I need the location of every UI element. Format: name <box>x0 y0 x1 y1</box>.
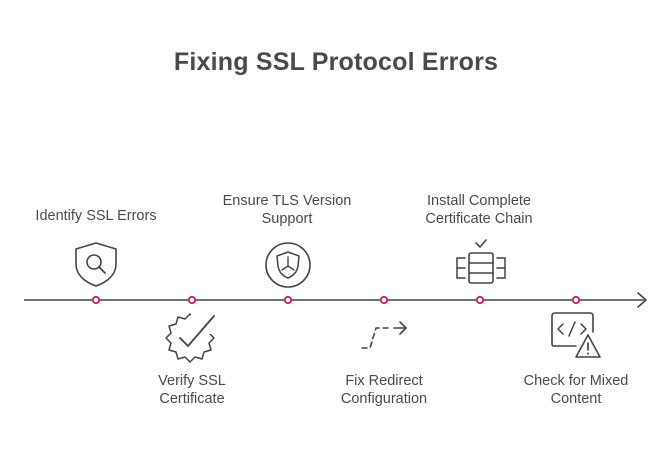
redirect-arrow-icon <box>361 321 407 349</box>
shield-circle-icon <box>265 242 311 288</box>
code-warning-icon <box>551 312 601 358</box>
step-6-label-line-2: Content <box>550 391 602 407</box>
step-5-label-line-2: Certificate Chain <box>425 211 533 227</box>
step-4-label: Fix Redirect Configuration <box>294 372 474 408</box>
badge-check-icon <box>165 310 217 363</box>
step-2-label: Verify SSL Certificate <box>102 372 282 408</box>
timeline-arrowhead <box>637 292 647 308</box>
step-1-label-line-1: Identify SSL Errors <box>35 208 157 224</box>
shield-search-icon <box>75 242 117 287</box>
server-stack-icon <box>456 239 506 284</box>
timeline-marker-5 <box>475 295 485 305</box>
step-4-label-line-1: Fix Redirect <box>345 373 423 389</box>
step-6-label: Check for Mixed Content <box>486 372 666 408</box>
timeline-marker-2 <box>187 295 197 305</box>
timeline-marker-1 <box>91 295 101 305</box>
timeline-marker-6 <box>571 295 581 305</box>
step-2-label-line-2: Certificate <box>159 391 225 407</box>
step-3-label-line-2: Support <box>261 211 313 227</box>
timeline-marker-4 <box>379 295 389 305</box>
timeline-marker-3 <box>283 295 293 305</box>
step-1-label: Identify SSL Errors <box>6 207 186 225</box>
step-5-label: Install Complete Certificate Chain <box>389 192 569 228</box>
step-6-label-line-1: Check for Mixed <box>523 373 629 389</box>
diagram-title: Fixing SSL Protocol Errors <box>173 48 499 76</box>
step-2-label-line-1: Verify SSL <box>158 373 226 389</box>
step-4-label-line-2: Configuration <box>340 391 428 407</box>
step-3-label: Ensure TLS Version Support <box>197 192 377 228</box>
step-3-label-line-1: Ensure TLS Version <box>222 193 352 209</box>
step-5-label-line-1: Install Complete <box>427 193 531 209</box>
